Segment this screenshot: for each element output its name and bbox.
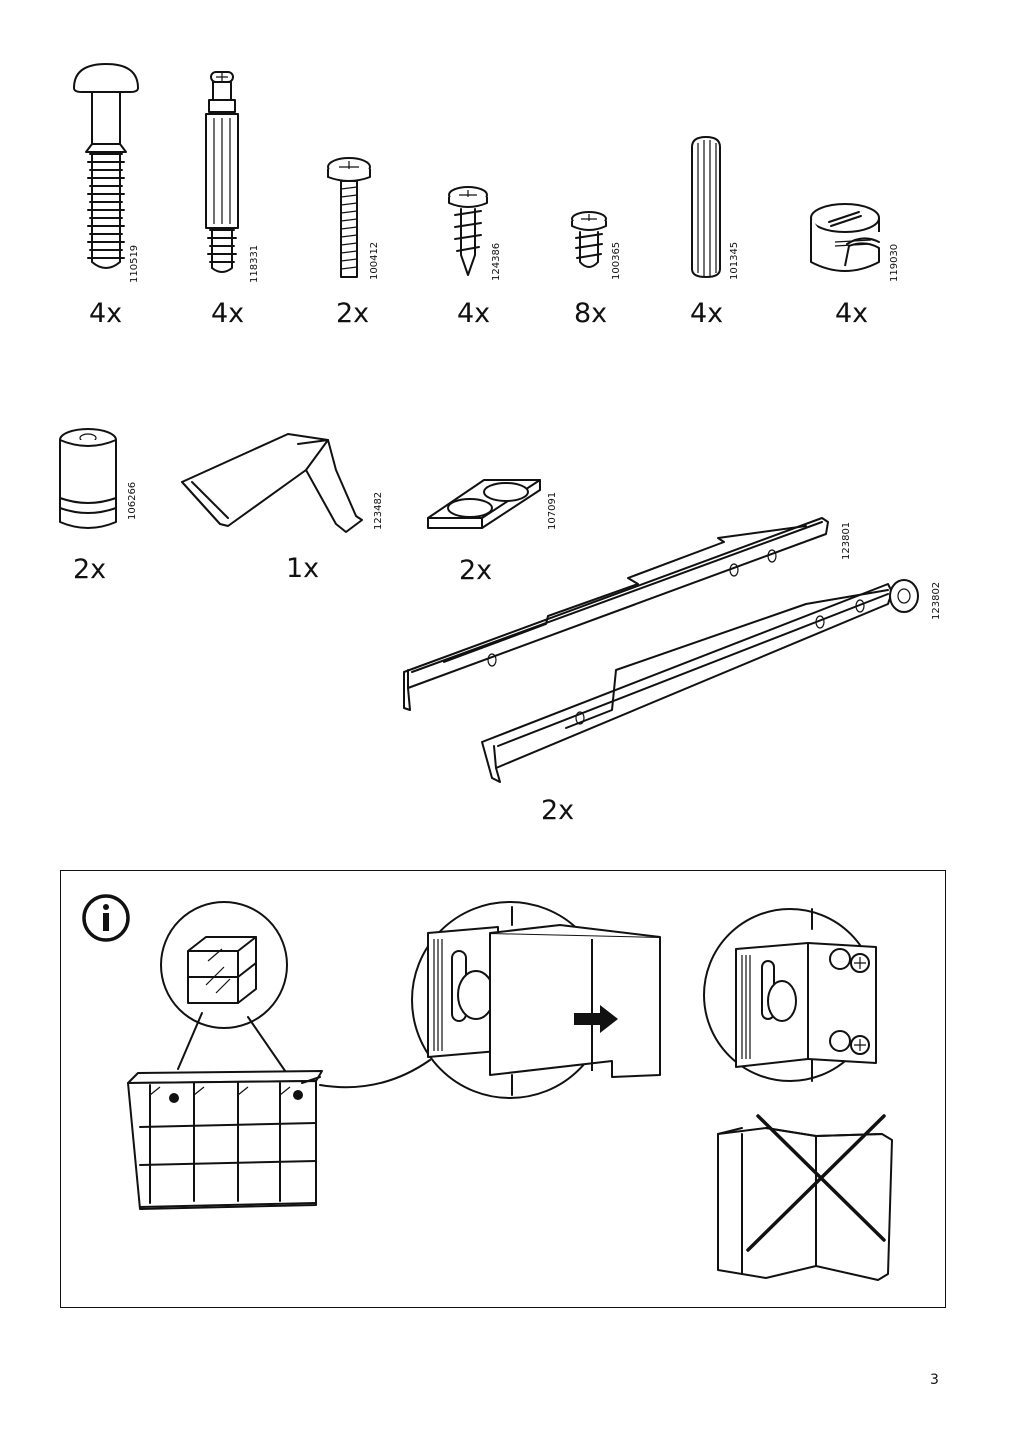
part-code: 118331 [249,244,260,283]
part-quantity: 2x [541,795,575,826]
drawer-runner-icon [481,579,919,783]
felt-pad-icon [427,479,541,529]
part-quantity: 2x [459,555,493,586]
part-quantity: 4x [835,298,869,329]
shelf-unit-illustration [127,901,323,1210]
cam-lock-icon [810,203,880,272]
page-number: 3 [930,1372,939,1388]
part-code: 106266 [127,481,138,520]
part-quantity: 4x [690,298,724,329]
incorrect-assembly-illustration [717,1114,893,1281]
part-code: 123802 [931,581,942,620]
machine-screw-icon [327,157,371,278]
part-code: 119030 [889,243,900,282]
part-quantity: 4x [89,298,123,329]
info-icon [82,894,130,942]
cam-fitting-detail [319,901,661,1099]
part-code: 123482 [373,491,384,530]
part-quantity: 2x [73,554,107,585]
dowel-screw-icon [73,63,139,269]
part-code: 101345 [729,241,740,280]
short-screw-icon [571,211,607,268]
wood-screw-icon [448,186,488,276]
drawer-rail-icon [403,517,829,711]
correct-fitting-detail [703,908,877,1082]
part-code: 100412 [369,241,380,280]
part-code: 124386 [491,242,502,281]
part-quantity: 2x [336,298,370,329]
part-code: 110519 [129,244,140,283]
part-code: 123801 [841,521,852,560]
part-quantity: 4x [211,298,245,329]
part-quantity: 8x [574,298,608,329]
info-panel [60,870,946,1308]
wall-bracket-icon [181,433,363,533]
cam-bolt-icon [205,71,239,273]
part-code: 100365 [611,241,622,280]
wooden-dowel-icon [691,136,721,278]
part-quantity: 4x [457,298,491,329]
part-quantity: 1x [286,553,320,584]
threaded-foot-icon [59,428,117,529]
